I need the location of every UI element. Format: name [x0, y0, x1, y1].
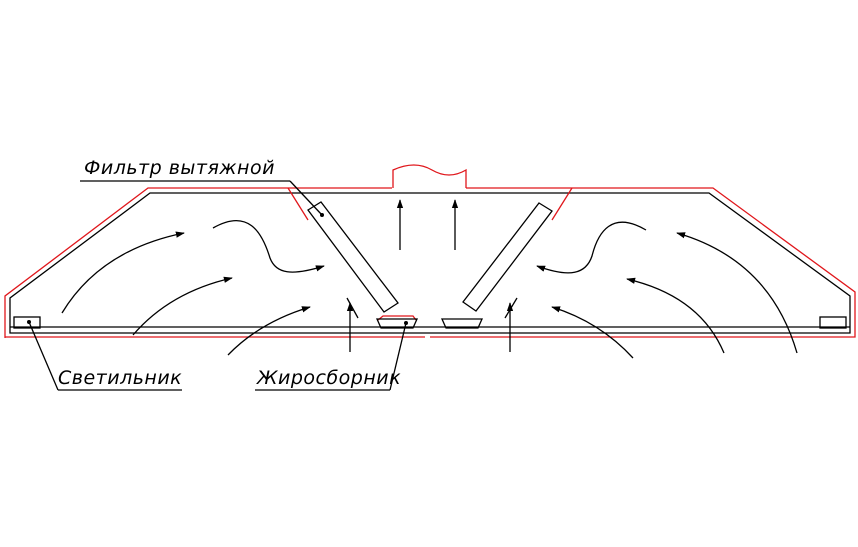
arrow-curve-right-1: [676, 232, 798, 354]
filter-right: [462, 202, 553, 312]
lamp-right: [819, 316, 847, 329]
leader-lamp: [27, 320, 182, 391]
hood-outline-red: [4, 187, 856, 338]
arrow-curve-left-1: [61, 231, 185, 314]
grease-collector-left: [375, 315, 419, 329]
arrow-diag-left: [346, 297, 359, 319]
arrow-swirl-right: [536, 221, 647, 274]
label-filter: Фильтр вытяжной: [84, 157, 275, 179]
airflow-arrows: [61, 199, 798, 359]
lamp-left: [13, 316, 41, 329]
arrow-curve-right-2: [626, 277, 725, 354]
arrow-curve-left-3: [227, 306, 311, 356]
arrow-swirl-left: [212, 220, 325, 273]
arrow-curve-left-2: [132, 276, 233, 336]
arrow-curve-right-3: [551, 306, 634, 359]
leader-grease: [255, 321, 408, 391]
label-lamp: Светильник: [58, 367, 182, 389]
filter-left: [307, 201, 399, 313]
hood-outline: [9, 192, 851, 334]
exhaust-duct: [392, 164, 467, 188]
arrow-diag-right: [504, 297, 518, 319]
label-grease: Жиросборник: [256, 367, 401, 389]
filter-frame-right-red: [551, 187, 573, 221]
leader-filter: [80, 180, 324, 217]
grease-collector-right: [440, 318, 484, 329]
filter-frame-left-red: [287, 187, 309, 221]
